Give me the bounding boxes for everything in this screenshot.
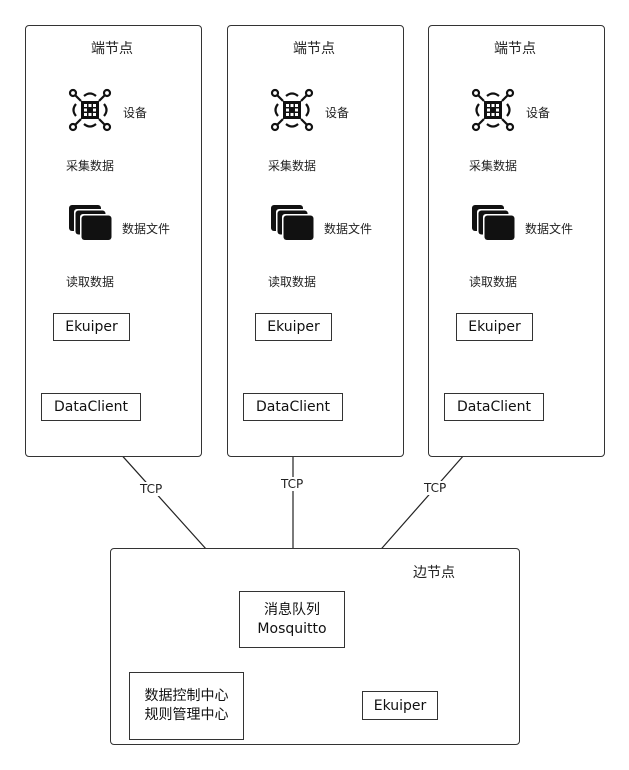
data-file-stack-icon: [471, 204, 517, 242]
read-data-label: 读取数据: [468, 273, 519, 290]
tcp-label-3: TCP: [423, 481, 448, 495]
ekuiper-node-2: Ekuiper: [255, 313, 332, 341]
dataclient-node-2: DataClient: [243, 393, 343, 421]
dataclient-node-3: DataClient: [444, 393, 544, 421]
ekuiper-node-1: Ekuiper: [53, 313, 130, 341]
device-label: 设备: [525, 104, 552, 121]
message-queue-label: 消息队列: [264, 601, 320, 618]
end-node-group-1-title: 端节点: [91, 41, 133, 57]
read-data-label: 读取数据: [267, 273, 318, 290]
message-queue-node: 消息队列 Mosquitto: [239, 591, 345, 648]
end-node-group-3: [428, 25, 605, 457]
ekuiper-node-3: Ekuiper: [456, 313, 533, 341]
data-file-stack-icon: [270, 204, 316, 242]
collect-data-label: 采集数据: [267, 157, 318, 174]
iot-chip-icon: [66, 86, 114, 134]
data-file-label: 数据文件: [524, 220, 575, 237]
ekuiper-edge-node: Ekuiper: [362, 691, 438, 720]
dataclient-node-1: DataClient: [41, 393, 141, 421]
mosquitto-label: Mosquitto: [257, 620, 327, 637]
tcp-label-1: TCP: [139, 482, 164, 496]
collect-data-label: 采集数据: [468, 157, 519, 174]
device-label: 设备: [122, 104, 149, 121]
end-node-group-2-title: 端节点: [293, 41, 335, 57]
read-data-label: 读取数据: [65, 273, 116, 290]
end-node-group-2: [227, 25, 404, 457]
data-control-center-label: 数据控制中心: [144, 688, 229, 704]
data-file-stack-icon: [68, 204, 114, 242]
collect-data-label: 采集数据: [65, 157, 116, 174]
device-label: 设备: [324, 104, 351, 121]
iot-chip-icon: [469, 86, 517, 134]
rule-management-center-label: 规则管理中心: [144, 707, 229, 723]
iot-chip-icon: [268, 86, 316, 134]
data-file-label: 数据文件: [121, 220, 172, 237]
control-center-node: 数据控制中心 规则管理中心: [129, 672, 244, 740]
data-file-label: 数据文件: [323, 220, 374, 237]
end-node-group-1: [25, 25, 202, 457]
tcp-label-2: TCP: [280, 477, 305, 491]
edge-node-group-title: 边节点: [413, 565, 455, 581]
end-node-group-3-title: 端节点: [494, 41, 536, 57]
